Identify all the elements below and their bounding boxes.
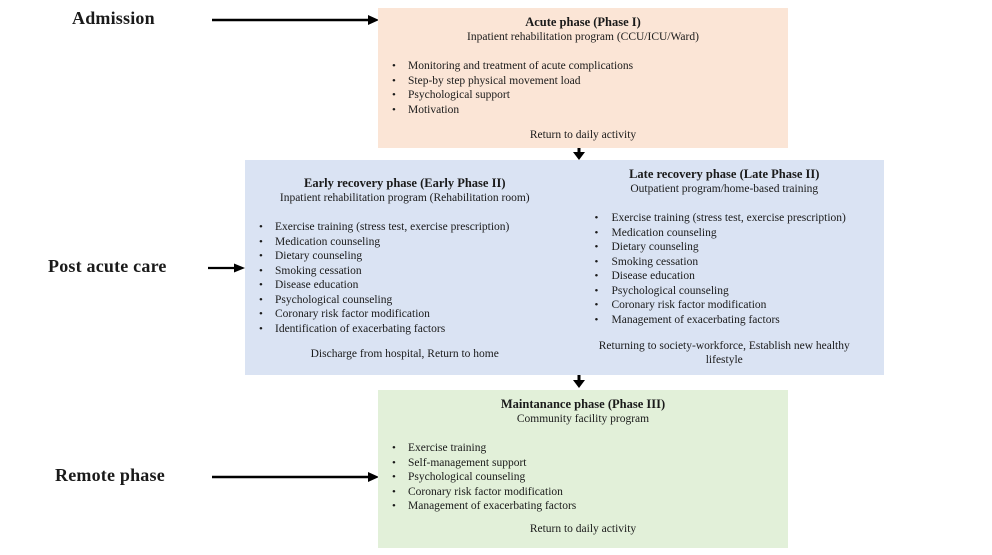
late-recovery-outcome: Returning to society-workforce, Establis… <box>598 340 850 366</box>
maintenance-phase-title: Maintanance phase (Phase III) <box>500 397 666 411</box>
bullet-item: Motivation <box>378 103 788 118</box>
bullet-item: Identification of exacerbating factors <box>245 322 565 337</box>
bullet-item: Management of exacerbating factors <box>565 313 885 328</box>
bullet-item: Psychological counseling <box>245 293 565 308</box>
bullet-item: Coronary risk factor modification <box>245 307 565 322</box>
flow-down-arrow-icon <box>573 374 585 388</box>
label-remote-phase: Remote phase <box>55 465 165 485</box>
late-recovery-subtitle: Outpatient program/home-based training <box>630 183 819 195</box>
bullet-item: Coronary risk factor modification <box>565 298 885 313</box>
acute-phase-outcome: Return to daily activity <box>529 129 637 141</box>
late-recovery-column: Late recovery phase (Late Phase II) Outp… <box>565 160 885 375</box>
bullet-item: Exercise training <box>378 441 788 456</box>
early-recovery-subtitle: Inpatient rehabilitation program (Rehabi… <box>279 192 530 204</box>
bullet-item: Medication counseling <box>565 226 885 241</box>
bullet-item: Monitoring and treatment of acute compli… <box>378 59 788 74</box>
remote-right-arrow-icon <box>212 472 379 482</box>
acute-phase-bullet-list: Monitoring and treatment of acute compli… <box>378 59 788 117</box>
bullet-item: Smoking cessation <box>245 264 565 279</box>
label-post-acute-care: Post acute care <box>48 256 167 276</box>
bullet-item: Dietary counseling <box>245 249 565 264</box>
recovery-phase-box: Early recovery phase (Early Phase II) In… <box>245 160 884 375</box>
maintenance-phase-subtitle: Community facility program <box>516 413 650 425</box>
bullet-item: Medication counseling <box>245 235 565 250</box>
maintenance-phase-outcome: Return to daily activity <box>529 523 637 535</box>
post-acute-right-arrow-icon <box>208 263 245 273</box>
early-recovery-outcome: Discharge from hospital, Return to home <box>310 348 499 360</box>
flow-down-arrow-icon <box>573 147 585 160</box>
acute-phase-title: Acute phase (Phase I) <box>525 15 641 29</box>
bullet-item: Exercise training (stress test, exercise… <box>245 220 565 235</box>
early-recovery-bullet-list: Exercise training (stress test, exercise… <box>245 220 565 336</box>
bullet-item: Management of exacerbating factors <box>378 499 788 514</box>
bullet-item: Disease education <box>565 269 885 284</box>
bullet-item: Psychological counseling <box>378 470 788 485</box>
admission-right-arrow-icon <box>212 15 379 25</box>
acute-phase-box: Acute phase (Phase I) Inpatient rehabili… <box>378 8 788 148</box>
bullet-item: Smoking cessation <box>565 255 885 270</box>
bullet-item: Coronary risk factor modification <box>378 485 788 500</box>
bullet-item: Psychological support <box>378 88 788 103</box>
early-recovery-title: Early recovery phase (Early Phase II) <box>304 176 506 190</box>
early-recovery-column: Early recovery phase (Early Phase II) In… <box>245 160 565 375</box>
bullet-item: Step-by step physical movement load <box>378 74 788 89</box>
bullet-item: Self-management support <box>378 456 788 471</box>
maintenance-phase-bullet-list: Exercise training Self-management suppor… <box>378 441 788 514</box>
maintenance-phase-box: Maintanance phase (Phase III) Community … <box>378 390 788 548</box>
bullet-item: Exercise training (stress test, exercise… <box>565 211 885 226</box>
bullet-item: Psychological counseling <box>565 284 885 299</box>
bullet-item: Dietary counseling <box>565 240 885 255</box>
acute-phase-subtitle: Inpatient rehabilitation program (CCU/IC… <box>467 31 699 43</box>
label-admission: Admission <box>72 8 155 28</box>
late-recovery-bullet-list: Exercise training (stress test, exercise… <box>565 211 885 327</box>
bullet-item: Disease education <box>245 278 565 293</box>
late-recovery-title: Late recovery phase (Late Phase II) <box>629 167 820 181</box>
